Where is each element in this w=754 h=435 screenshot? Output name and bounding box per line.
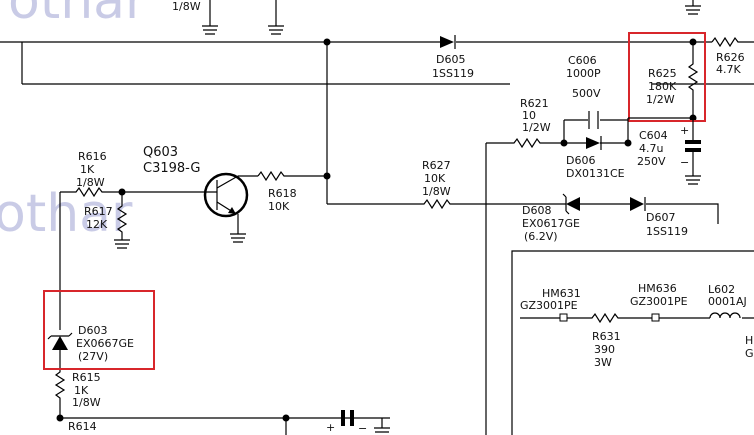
- top-rating-label: 1/8W: [172, 0, 201, 13]
- ground-symbol: [374, 418, 390, 433]
- left-chain-wire: [54, 192, 390, 419]
- lower-box-wire: [511, 250, 754, 435]
- junction: [624, 139, 632, 147]
- d605-part: 1SS119: [432, 67, 474, 80]
- edge-label-h: H: [745, 334, 753, 347]
- highlight-box-r625: [628, 32, 706, 122]
- watermark-top: othar: [8, 0, 147, 31]
- r618-val: 10K: [268, 200, 290, 213]
- q603-transistor: [203, 172, 249, 218]
- r617-resistor: [114, 192, 130, 249]
- hm631-terminal: [559, 313, 568, 322]
- q603-leads: [216, 175, 239, 215]
- r627-val: 10K: [424, 172, 446, 185]
- c606-capacitor: [588, 111, 599, 129]
- r626-ref: R626: [716, 51, 745, 64]
- r625-watt: 1/2W: [646, 93, 675, 106]
- c604-volt: 250V: [637, 155, 666, 168]
- r616-ref: R616: [78, 150, 107, 163]
- c604-capacitor: [685, 148, 701, 152]
- highlight-box-d603: [43, 290, 155, 370]
- d608-zener: [562, 193, 580, 215]
- bottom-capacitor: [341, 410, 354, 426]
- r618-resistor: [257, 170, 327, 182]
- r627-resistor: [327, 198, 719, 224]
- r616-watt: 1/8W: [76, 176, 105, 189]
- r615-watt: 1/8W: [72, 396, 101, 409]
- d605-ref: D605: [436, 53, 465, 66]
- d606-ref: D606: [566, 154, 595, 167]
- d607-ref: D607: [646, 211, 675, 224]
- r631-ref: R631: [592, 330, 621, 343]
- d608-part: EX0617GE: [522, 217, 580, 230]
- r614-ref: R614: [68, 420, 97, 433]
- c606-val: 1000P: [566, 67, 601, 80]
- hm636-part: GZ3001PE: [630, 295, 688, 308]
- d608-volt: (6.2V): [524, 230, 558, 243]
- c604-ref: C604: [639, 129, 668, 142]
- c604-minus: −: [680, 156, 689, 169]
- c604-plus: +: [680, 124, 689, 137]
- d603-part: EX0667GE: [76, 337, 134, 350]
- junction: [56, 414, 64, 422]
- d606-part: DX0131CE: [566, 167, 625, 180]
- r625-resistor: [687, 42, 699, 118]
- junction: [323, 38, 331, 46]
- r626-val: 4.7K: [716, 63, 741, 76]
- hm631-ref: HM631: [542, 287, 581, 300]
- r621-ref: R621: [520, 97, 549, 110]
- q603-emitter-arrow: [228, 207, 236, 214]
- q603-ref: Q603: [143, 145, 178, 160]
- d603-volt: (27V): [78, 350, 108, 363]
- l602-ref: L602: [708, 283, 735, 296]
- hm636-terminal: [651, 313, 660, 322]
- c604-capacitor: [685, 140, 701, 144]
- r616-resistor: [60, 186, 217, 198]
- junction: [560, 139, 568, 147]
- hm631-part: GZ3001PE: [520, 299, 578, 312]
- hm636-ref: HM636: [638, 282, 677, 295]
- l602-inductor: [709, 312, 741, 319]
- r625-ref: R625: [648, 67, 677, 80]
- d603-ref: D603: [78, 324, 107, 337]
- r617-ref: R617: [84, 205, 113, 218]
- c606-ref: C606: [568, 54, 597, 67]
- r615-val: 1K: [74, 384, 89, 397]
- watermark-mid: othar: [0, 184, 133, 244]
- c604-val: 4.7u: [639, 142, 663, 155]
- d603-zener: [47, 332, 73, 350]
- r631-watt: 3W: [594, 356, 612, 369]
- ground-symbol: [685, 152, 701, 185]
- hm-row-wire: [520, 312, 754, 324]
- r621-val: 10: [522, 109, 536, 122]
- c606-d606-branch: [486, 117, 693, 149]
- c606-volt: 500V: [572, 87, 601, 100]
- q603-wiring: [230, 175, 258, 243]
- d605-diode: [440, 35, 456, 49]
- d606-diode: [586, 136, 602, 150]
- l602-part: 0001AJ: [708, 295, 747, 308]
- d608-ref: D608: [522, 204, 551, 217]
- r626-resistor: [711, 36, 754, 48]
- q603-part: C3198-G: [143, 161, 200, 176]
- d607-part: 1SS119: [646, 225, 688, 238]
- r627-watt: 1/8W: [422, 185, 451, 198]
- r617-val: 12K: [86, 218, 108, 231]
- r616-val: 1K: [80, 163, 95, 176]
- r618-ref: R618: [268, 187, 297, 200]
- r625-val: 180K: [648, 80, 677, 93]
- bottom-cap-plus: +: [326, 421, 335, 434]
- d607-diode: [630, 197, 646, 211]
- r615-ref: R615: [72, 371, 101, 384]
- r631-val: 390: [594, 343, 615, 356]
- ground-symbol: [202, 5, 701, 35]
- r627-ref: R627: [422, 159, 451, 172]
- edge-label-g: G: [745, 347, 754, 360]
- r621-watt: 1/2W: [522, 121, 551, 134]
- bottom-cap-minus: −: [358, 422, 367, 435]
